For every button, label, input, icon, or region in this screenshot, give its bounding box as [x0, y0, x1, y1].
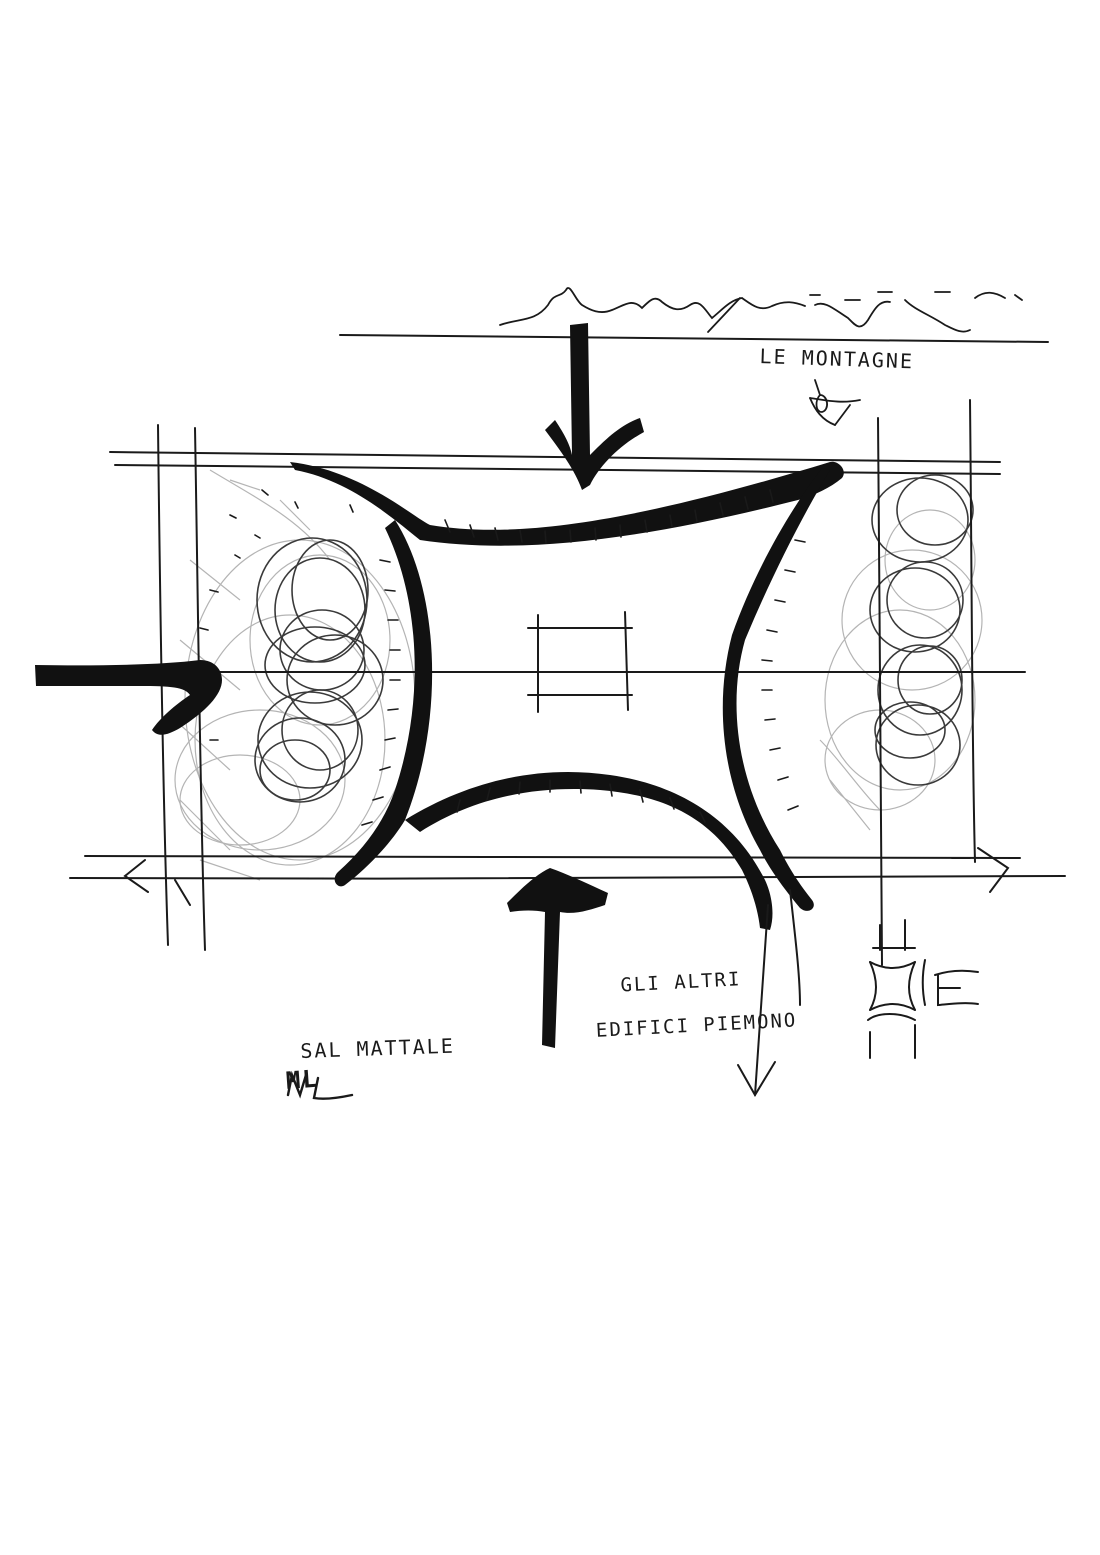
annotation-altri-line2: EDIFICI PIEMONO [595, 1008, 798, 1042]
trees-right [869, 474, 974, 786]
church-wall-right [722, 468, 830, 911]
mountains-skyline [499, 287, 1023, 333]
arrow-down-icon [545, 323, 644, 490]
arrow-up-icon [507, 868, 608, 1048]
eye-icon [809, 379, 861, 426]
church-wall-top [290, 461, 844, 546]
signature-scrawl [286, 1070, 354, 1100]
annotation-initials: ML [284, 1064, 320, 1095]
annotation-altri-line1: GLI ALTRI [619, 968, 742, 997]
arrow-other-buildings [737, 889, 801, 1097]
church-wall-left [334, 520, 433, 887]
arrow-right-icon [35, 660, 222, 735]
small-plan-glyph [867, 919, 979, 1059]
church-plan [290, 461, 844, 930]
inner-altar-square [527, 611, 633, 713]
annotation-altri-edifici: GLI ALTRI EDIFICI PIEMONO [592, 944, 799, 1064]
plan-ticks [189, 489, 806, 826]
trees-left [254, 537, 384, 803]
